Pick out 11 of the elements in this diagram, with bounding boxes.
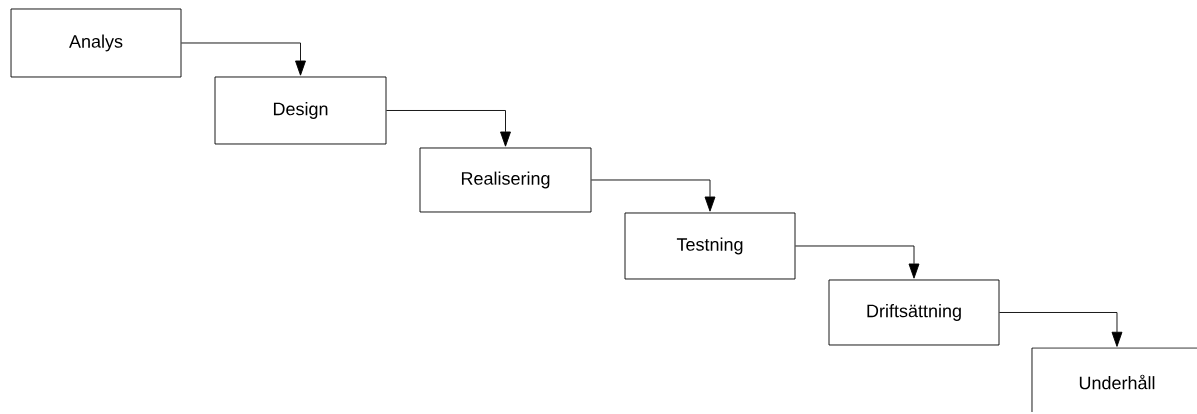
arrow (591, 179, 716, 212)
process-box: Realisering (419, 147, 592, 213)
process-box: Design (214, 76, 387, 145)
arrow (795, 245, 920, 279)
process-box: Driftsättning (828, 279, 1000, 346)
arrow (181, 42, 306, 76)
arrow (999, 312, 1123, 347)
process-box: Analys (10, 8, 182, 78)
process-box: Underhåll (1031, 347, 1197, 413)
process-box: Testning (624, 212, 796, 280)
arrow (386, 110, 511, 147)
